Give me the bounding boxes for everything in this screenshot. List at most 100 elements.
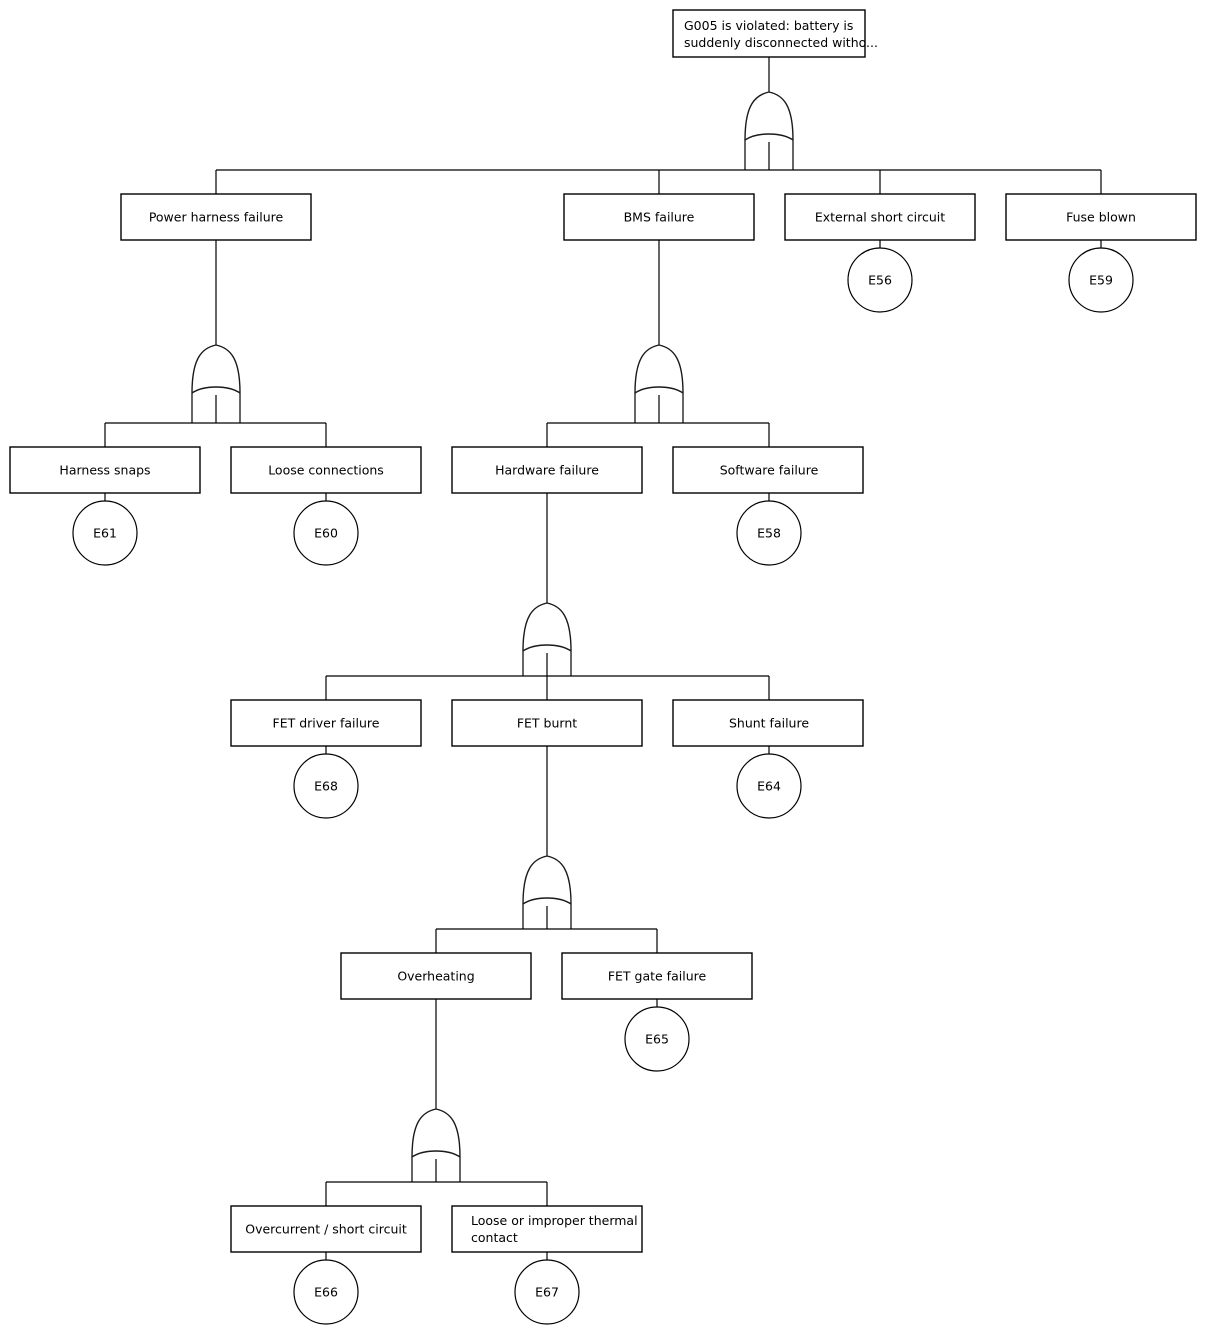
node-loose-connections-label: Loose connections: [268, 463, 384, 478]
node-top-event-label-line2: suddenly disconnected witho...: [684, 35, 878, 50]
node-top-event[interactable]: G005 is violated: battery is suddenly di…: [672, 9, 878, 58]
node-overcurrent-short-circuit-label: Overcurrent / short circuit: [245, 1222, 407, 1237]
basic-event-e56[interactable]: E56: [847, 247, 913, 313]
node-loose-connections-box[interactable]: [230, 446, 422, 494]
connector-overheating-legs: [411, 1157, 461, 1182]
node-harness-snaps[interactable]: Harness snaps: [9, 446, 201, 494]
node-top-event-box[interactable]: [672, 9, 866, 58]
basic-event-e56-label: E56: [868, 273, 892, 288]
node-fet-burnt-label: FET burnt: [517, 716, 577, 731]
basic-event-e61[interactable]: E61: [72, 500, 138, 566]
connector-bms-bus: [546, 395, 770, 447]
basic-event-e56-circle[interactable]: [847, 247, 913, 313]
or-gate-top[interactable]: [744, 91, 794, 141]
basic-event-e58[interactable]: E58: [736, 500, 802, 566]
basic-event-e68[interactable]: E68: [293, 753, 359, 819]
basic-event-e61-label: E61: [93, 526, 117, 541]
node-overheating-label: Overheating: [397, 969, 474, 984]
node-power-harness-failure-label: Power harness failure: [149, 210, 284, 225]
or-gates: [191, 91, 794, 1158]
node-bms-failure-box[interactable]: [563, 193, 755, 241]
node-fet-driver-failure[interactable]: FET driver failure: [230, 699, 422, 747]
basic-event-e65-label: E65: [645, 1032, 669, 1047]
node-external-short-circuit[interactable]: External short circuit: [784, 193, 976, 241]
node-hardware-failure-box[interactable]: [451, 446, 643, 494]
node-fet-driver-failure-label: FET driver failure: [273, 716, 380, 731]
node-fet-gate-failure-label: FET gate failure: [608, 969, 707, 984]
connector-topgate-legs: [744, 140, 794, 170]
node-fet-burnt[interactable]: FET burnt: [451, 699, 643, 747]
node-loose-thermal-contact[interactable]: Loose or improper thermal contact: [451, 1205, 643, 1253]
node-hardware-failure[interactable]: Hardware failure: [451, 446, 643, 494]
node-loose-thermal-contact-label-line2: contact: [471, 1230, 518, 1245]
node-software-failure-label: Software failure: [720, 463, 819, 478]
or-gate-overheating[interactable]: [411, 1108, 461, 1158]
connector-powerharness-bus: [104, 395, 327, 447]
node-loose-connections[interactable]: Loose connections: [230, 446, 422, 494]
basic-event-e68-label: E68: [314, 779, 338, 794]
or-gate-bms[interactable]: [634, 344, 684, 394]
connector-hardware-legs: [522, 651, 572, 676]
node-shunt-failure-box[interactable]: [672, 699, 864, 747]
node-loose-thermal-contact-box[interactable]: [451, 1205, 643, 1253]
basic-event-e68-circle[interactable]: [293, 753, 359, 819]
node-power-harness-failure[interactable]: Power harness failure: [120, 193, 312, 241]
basic-event-e58-label: E58: [757, 526, 781, 541]
connector-overheating-bus: [325, 1159, 548, 1206]
node-software-failure[interactable]: Software failure: [672, 446, 864, 494]
basic-event-e59-circle[interactable]: [1068, 247, 1134, 313]
node-power-harness-failure-box[interactable]: [120, 193, 312, 241]
basic-event-e64[interactable]: E64: [736, 753, 802, 819]
basic-event-e66[interactable]: E66: [293, 1259, 359, 1325]
connector-fetburnt-legs: [522, 904, 572, 929]
basic-event-e67[interactable]: E67: [514, 1259, 580, 1325]
node-overheating[interactable]: Overheating: [340, 952, 532, 1000]
node-overcurrent-short-circuit[interactable]: Overcurrent / short circuit: [230, 1205, 422, 1253]
basic-event-e59-label: E59: [1089, 273, 1113, 288]
basic-event-e60-circle[interactable]: [293, 500, 359, 566]
node-harness-snaps-box[interactable]: [9, 446, 201, 494]
connector-fetburnt-bus: [435, 906, 658, 953]
or-gate-power-harness[interactable]: [191, 344, 241, 394]
node-shunt-failure-label: Shunt failure: [729, 716, 809, 731]
connector-bms-legs: [634, 393, 684, 423]
basic-event-e61-circle[interactable]: [72, 500, 138, 566]
basic-event-e60[interactable]: E60: [293, 500, 359, 566]
node-hardware-failure-label: Hardware failure: [495, 463, 599, 478]
node-bms-failure[interactable]: BMS failure: [563, 193, 755, 241]
basic-event-e66-label: E66: [314, 1285, 338, 1300]
node-overheating-box[interactable]: [340, 952, 532, 1000]
node-software-failure-box[interactable]: [672, 446, 864, 494]
node-loose-thermal-contact-label-line1: Loose or improper thermal: [471, 1213, 638, 1228]
node-fet-gate-failure[interactable]: FET gate failure: [561, 952, 753, 1000]
basic-event-e60-label: E60: [314, 526, 338, 541]
node-fuse-blown-box[interactable]: [1005, 193, 1197, 241]
connector-lines: [104, 57, 1102, 1260]
basic-event-e59[interactable]: E59: [1068, 247, 1134, 313]
basic-event-e64-circle[interactable]: [736, 753, 802, 819]
basic-event-e64-label: E64: [757, 779, 781, 794]
node-shunt-failure[interactable]: Shunt failure: [672, 699, 864, 747]
basic-event-e65[interactable]: E65: [624, 1006, 690, 1072]
connector-topgate-bus: [215, 142, 1102, 194]
connector-powerharness-legs: [191, 393, 241, 423]
node-external-short-circuit-label: External short circuit: [815, 210, 945, 225]
or-gate-hardware[interactable]: [522, 602, 572, 652]
node-fet-burnt-box[interactable]: [451, 699, 643, 747]
node-fet-gate-failure-box[interactable]: [561, 952, 753, 1000]
basic-event-e58-circle[interactable]: [736, 500, 802, 566]
node-fet-driver-failure-box[interactable]: [230, 699, 422, 747]
basic-event-e65-circle[interactable]: [624, 1006, 690, 1072]
node-bms-failure-label: BMS failure: [624, 210, 695, 225]
basic-event-e66-circle[interactable]: [293, 1259, 359, 1325]
node-external-short-circuit-box[interactable]: [784, 193, 976, 241]
basic-event-e67-circle[interactable]: [514, 1259, 580, 1325]
node-harness-snaps-label: Harness snaps: [59, 463, 150, 478]
node-overcurrent-short-circuit-box[interactable]: [230, 1205, 422, 1253]
node-fuse-blown[interactable]: Fuse blown: [1005, 193, 1197, 241]
node-fuse-blown-label: Fuse blown: [1066, 210, 1136, 225]
basic-event-e67-label: E67: [535, 1285, 559, 1300]
connector-hardware-bus: [325, 653, 770, 700]
or-gate-fet-burnt[interactable]: [522, 855, 572, 905]
